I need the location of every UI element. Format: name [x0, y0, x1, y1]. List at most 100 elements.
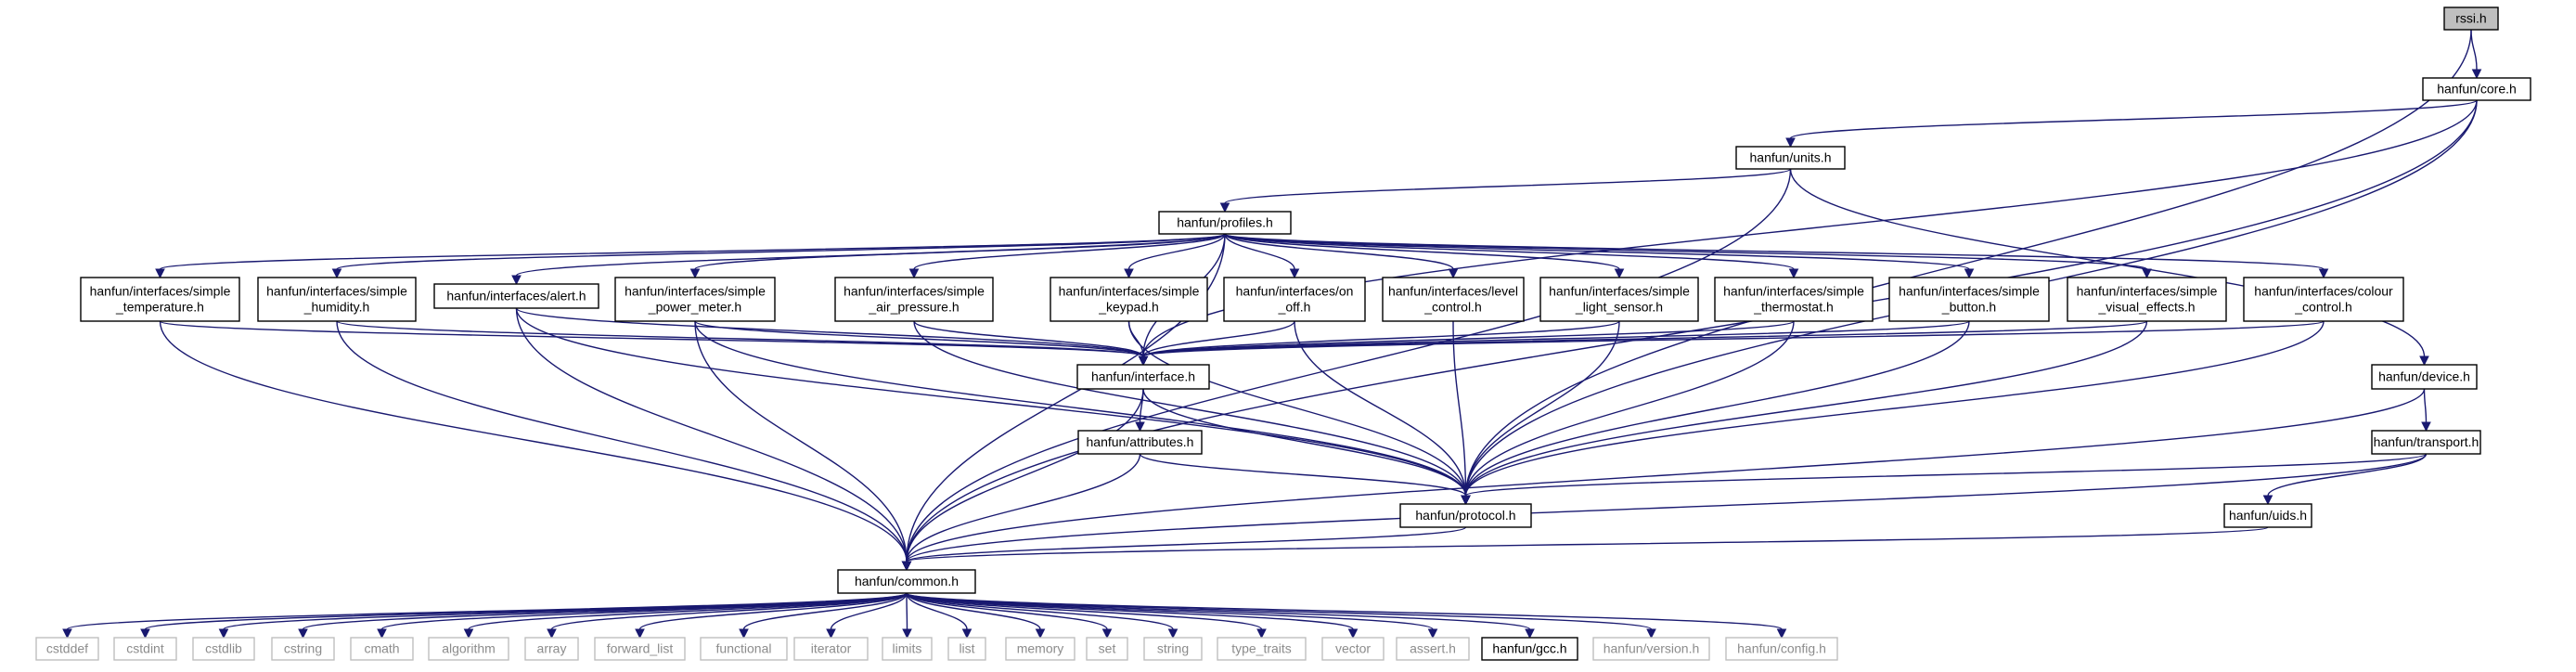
arrowhead-interface-to-attributes	[1135, 421, 1145, 433]
edge-button-to-protocol	[1464, 320, 1970, 497]
node-box-visual_effects	[2067, 277, 2227, 322]
node-box-forward_list	[594, 637, 686, 661]
edge-common-to-cstdint	[144, 592, 908, 630]
node-interface[interactable]: hanfun/interface.h	[1076, 364, 1210, 390]
node-units[interactable]: hanfun/units.h	[1735, 146, 1846, 170]
node-level_control[interactable]: hanfun/interfaces/level_control.h	[1382, 277, 1525, 322]
node-box-vector	[1321, 637, 1385, 661]
edge-alert-to-common	[515, 307, 908, 562]
edges-layer	[62, 29, 2482, 640]
node-alert[interactable]: hanfun/interfaces/alert.h	[433, 283, 599, 309]
node-thermostat[interactable]: hanfun/interfaces/simple_thermostat.h	[1714, 277, 1874, 322]
arrowhead-profiles-to-power_meter	[689, 268, 701, 279]
node-box-protocol	[1399, 503, 1532, 528]
node-keypad[interactable]: hanfun/interfaces/simple_keypad.h	[1050, 277, 1208, 322]
node-box-profiles	[1158, 211, 1292, 235]
node-config: hanfun/config.h	[1725, 637, 1838, 661]
node-colour_control[interactable]: hanfun/interfaces/colour_control.h	[2243, 277, 2404, 322]
arrowhead-core-to-units	[1785, 137, 1796, 149]
node-label-profiles: hanfun/profiles.h	[1177, 215, 1273, 230]
node-box-temperature	[80, 277, 240, 322]
node-core[interactable]: hanfun/core.h	[2422, 77, 2531, 101]
node-button[interactable]: hanfun/interfaces/simple_button.h	[1888, 277, 2050, 322]
edge-common-to-functional	[742, 592, 908, 630]
edge-transport-to-uids	[2267, 453, 2428, 497]
node-rssi[interactable]: rssi.h	[2443, 6, 2499, 31]
arrowhead-common-to-version	[1646, 628, 1656, 640]
node-box-cstdint	[113, 637, 177, 661]
node-box-config	[1725, 637, 1838, 661]
arrowhead-profiles-to-level_control	[1448, 268, 1459, 279]
node-label-cstddef: cstddef	[46, 641, 88, 656]
edge-rssi-to-core	[2470, 29, 2478, 71]
node-protocol[interactable]: hanfun/protocol.h	[1399, 503, 1532, 528]
node-device[interactable]: hanfun/device.h	[2371, 364, 2478, 390]
arrowhead-common-to-list	[961, 628, 972, 640]
node-air_pressure[interactable]: hanfun/interfaces/simple_air_pressure.h	[834, 277, 994, 322]
node-label-thermostat: hanfun/interfaces/simple	[1723, 284, 1864, 299]
node-label-assert: assert.h	[1410, 641, 1456, 656]
node-box-level_control	[1382, 277, 1525, 322]
arrowhead-common-to-memory	[1035, 628, 1046, 640]
node-label-air_pressure: _air_pressure.h	[868, 300, 959, 315]
node-label-transport: hanfun/transport.h	[2374, 434, 2479, 449]
arrowhead-common-to-cmath	[377, 628, 387, 640]
node-set: set	[1086, 637, 1128, 661]
edge-profiles-to-humidity	[336, 233, 1226, 270]
node-functional: functional	[700, 637, 788, 661]
node-label-keypad: _keypad.h	[1098, 300, 1159, 315]
edge-profiles-to-power_meter	[694, 233, 1226, 270]
node-cstring: cstring	[271, 637, 335, 661]
arrowhead-common-to-cstring	[298, 628, 308, 640]
node-transport[interactable]: hanfun/transport.h	[2371, 430, 2481, 455]
node-humidity[interactable]: hanfun/interfaces/simple_humidity.h	[257, 277, 417, 322]
arrowhead-common-to-array	[547, 628, 557, 640]
arrowhead-device-to-transport	[2421, 421, 2431, 433]
node-box-array	[524, 637, 579, 661]
edge-protocol-to-common	[906, 526, 1467, 562]
node-light_sensor[interactable]: hanfun/interfaces/simple_light_sensor.h	[1539, 277, 1699, 322]
arrowhead-transport-to-uids	[2262, 495, 2273, 506]
node-attributes[interactable]: hanfun/attributes.h	[1077, 430, 1203, 455]
node-box-uids	[2223, 503, 2312, 528]
node-visual_effects[interactable]: hanfun/interfaces/simple_visual_effects.…	[2067, 277, 2227, 322]
node-box-air_pressure	[834, 277, 994, 322]
node-power_meter[interactable]: hanfun/interfaces/simple_power_meter.h	[614, 277, 776, 322]
arrowhead-units-to-device	[2419, 355, 2429, 367]
node-label-temperature: hanfun/interfaces/simple	[90, 284, 231, 299]
node-box-cmath	[350, 637, 414, 661]
node-box-button	[1888, 277, 2050, 322]
node-label-colour_control: hanfun/interfaces/colour	[2254, 284, 2393, 299]
node-label-device: hanfun/device.h	[2378, 369, 2470, 384]
node-assert: assert.h	[1396, 637, 1470, 661]
node-array: array	[524, 637, 579, 661]
node-box-colour_control	[2243, 277, 2404, 322]
node-on_off[interactable]: hanfun/interfaces/on_off.h	[1223, 277, 1366, 322]
arrowhead-profiles-to-alert	[511, 275, 522, 286]
node-label-set: set	[1099, 641, 1116, 656]
edge-common-to-forward_list	[638, 592, 908, 630]
node-label-units: hanfun/units.h	[1750, 150, 1832, 165]
node-common[interactable]: hanfun/common.h	[837, 569, 976, 594]
node-cstddef: cstddef	[35, 637, 99, 661]
edge-transport-to-common	[906, 453, 2428, 562]
node-label-keypad: hanfun/interfaces/simple	[1059, 284, 1200, 299]
node-label-light_sensor: _light_sensor.h	[1575, 300, 1663, 315]
node-uids[interactable]: hanfun/uids.h	[2223, 503, 2312, 528]
arrowhead-rssi-to-core	[2471, 69, 2482, 80]
node-label-light_sensor: hanfun/interfaces/simple	[1549, 284, 1690, 299]
arrowhead-common-to-cstddef	[62, 628, 72, 640]
edge-rssi-to-protocol	[1464, 29, 2472, 497]
node-label-common: hanfun/common.h	[855, 574, 959, 588]
node-forward_list: forward_list	[594, 637, 686, 661]
arrowhead-common-to-config	[1776, 628, 1787, 640]
node-box-iterator	[793, 637, 869, 661]
node-box-core	[2422, 77, 2531, 101]
node-gcc[interactable]: hanfun/gcc.h	[1481, 637, 1578, 661]
edge-on_off-to-protocol	[1294, 320, 1467, 497]
node-box-type_traits	[1217, 637, 1307, 661]
node-temperature[interactable]: hanfun/interfaces/simple_temperature.h	[80, 277, 240, 322]
node-profiles[interactable]: hanfun/profiles.h	[1158, 211, 1292, 235]
edge-attributes-to-protocol	[1139, 453, 1467, 497]
edge-profiles-to-keypad	[1127, 233, 1226, 270]
